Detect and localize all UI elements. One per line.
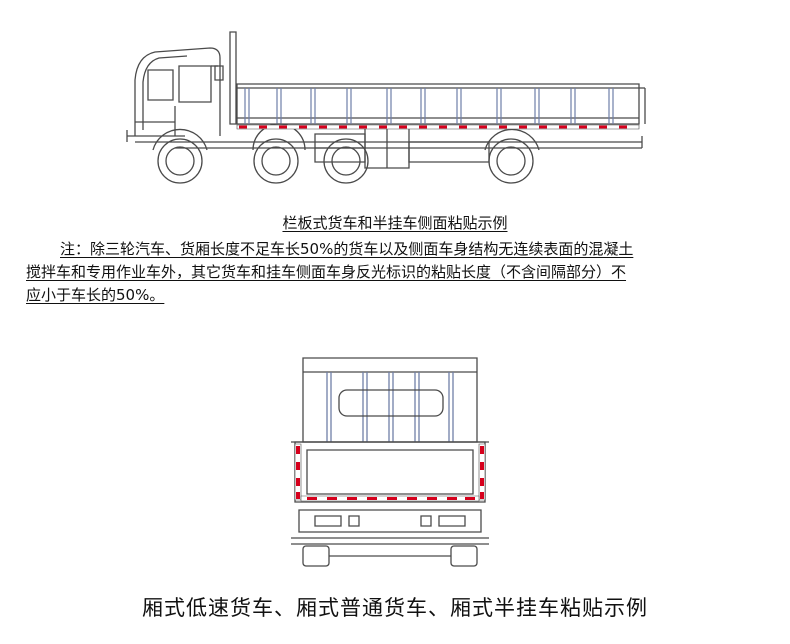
rear-wheel-left: [303, 546, 329, 566]
note-paragraph: 注：除三轮汽车、货厢长度不足车长50%的货车以及侧面车身结构无连续表面的混凝土 …: [26, 238, 756, 307]
note-line-1: 注：除三轮汽车、货厢长度不足车长50%的货车以及侧面车身结构无连续表面的混凝土: [60, 240, 634, 258]
note-line-2: 搅拌车和专用作业车外，其它货车和挂车侧面车身反光标识的粘贴长度（不含间隔部分）不: [26, 263, 627, 281]
cargo-box: [237, 84, 639, 124]
note-line-3: 应小于车长的50%。: [26, 286, 165, 304]
wheels: [153, 124, 539, 183]
rear-cage-frame: [303, 358, 477, 442]
rear-wheel-right: [451, 546, 477, 566]
rear-cab-window: [339, 390, 443, 416]
cab-door-window: [179, 66, 211, 102]
side-reflective-strip: [237, 125, 639, 129]
rear-reflective-strips: [295, 444, 485, 501]
figure1-caption: 栏板式货车和半挂车侧面粘贴示例: [282, 214, 508, 232]
truck-rear-view-illustration: [285, 350, 495, 580]
truck-rear-view-svg: [285, 350, 495, 580]
truck-side-view-svg: [115, 26, 655, 194]
cab-outline: [135, 48, 220, 136]
exhaust-stack: [230, 32, 236, 124]
cargo-posts: [245, 88, 613, 124]
figure2-caption: 厢式低速货车、厢式普通货车、厢式半挂车粘贴示例: [142, 596, 648, 620]
rear-cargo-box: [295, 442, 485, 502]
truck-side-view-illustration: [115, 26, 655, 194]
cab-window: [148, 70, 173, 100]
